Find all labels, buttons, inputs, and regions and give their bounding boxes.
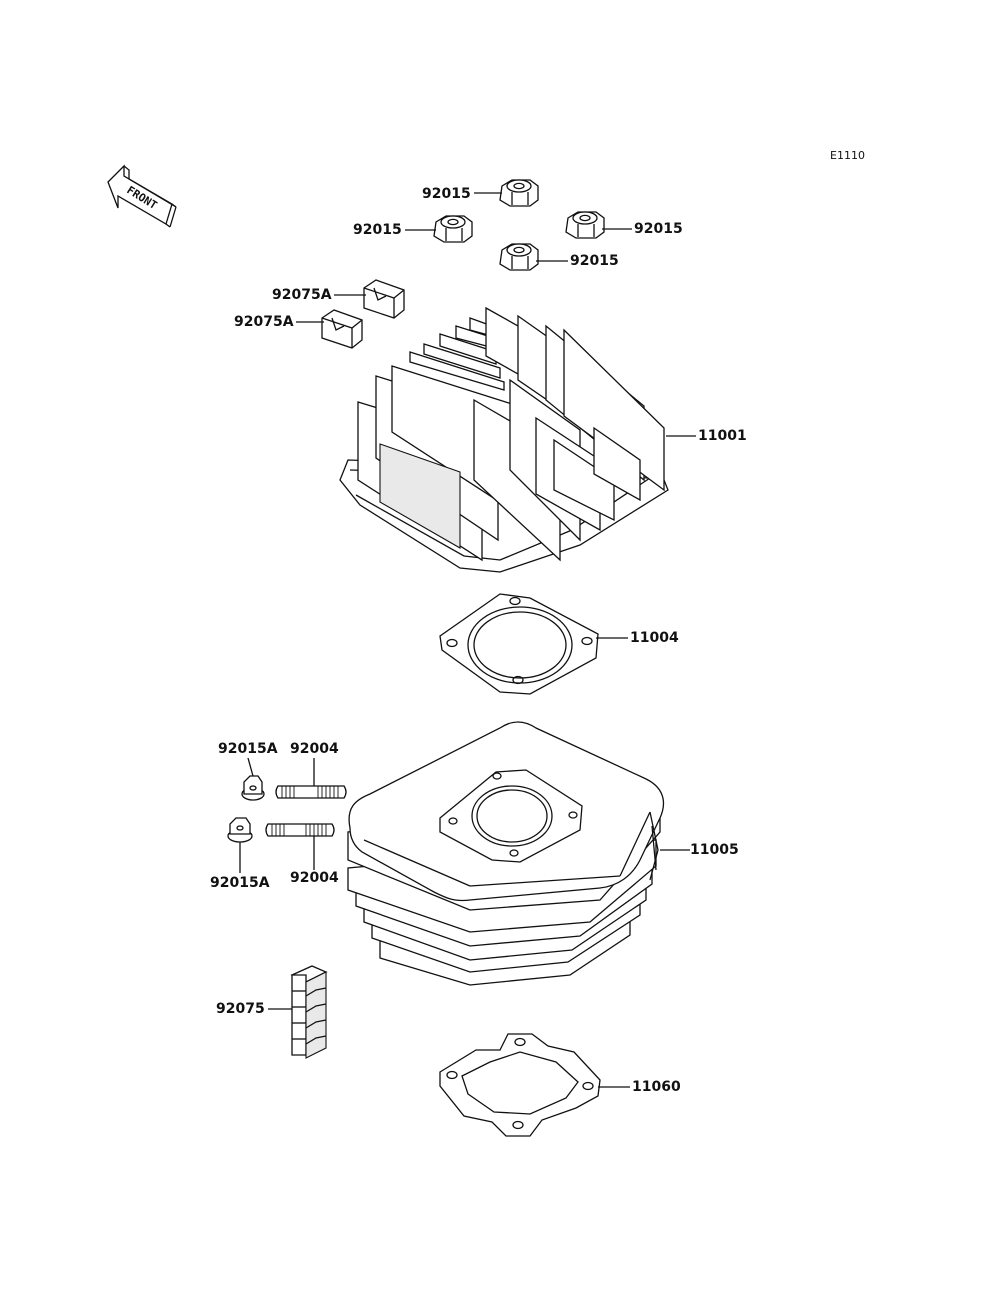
dowel-pin-stack <box>292 966 326 1058</box>
part-label-92004-upper: 92004 <box>290 741 339 757</box>
hex-nut-right <box>566 212 604 238</box>
head-gasket <box>440 594 598 694</box>
flange-nut-upper <box>242 776 264 800</box>
part-label-11060: 11060 <box>632 1079 681 1095</box>
diagram-code: E1110 <box>830 149 865 162</box>
base-gasket <box>440 1034 600 1136</box>
leader-lines <box>240 193 696 1087</box>
part-label-92004-lower: 92004 <box>290 870 339 886</box>
flange-nut-lower <box>228 818 252 842</box>
hex-nut-top <box>500 180 538 206</box>
cylinder-head <box>340 308 668 572</box>
hex-nut-left <box>434 216 472 242</box>
part-label-92015-top: 92015 <box>422 186 471 202</box>
part-label-92015-left: 92015 <box>353 222 402 238</box>
dowel-pin-upper <box>364 280 404 318</box>
stud-bolt-upper <box>276 786 346 798</box>
part-label-92075a-upper: 92075A <box>272 287 332 303</box>
part-label-11004: 11004 <box>630 630 679 646</box>
front-arrow-icon: FRONT <box>108 166 176 227</box>
part-label-92075a-lower: 92075A <box>234 314 294 330</box>
part-label-92075: 92075 <box>216 1001 265 1017</box>
part-label-92015a-upper: 92015A <box>218 741 278 757</box>
dowel-pin-lower <box>322 310 362 348</box>
part-label-92015-bottom: 92015 <box>570 253 619 269</box>
hex-nut-bottom <box>500 244 538 270</box>
part-label-11005: 11005 <box>690 842 739 858</box>
part-label-11001: 11001 <box>698 428 747 444</box>
stud-bolt-lower <box>266 824 334 836</box>
cylinder-block <box>348 722 663 985</box>
part-label-92015-right: 92015 <box>634 221 683 237</box>
part-label-92015a-lower: 92015A <box>210 875 270 891</box>
